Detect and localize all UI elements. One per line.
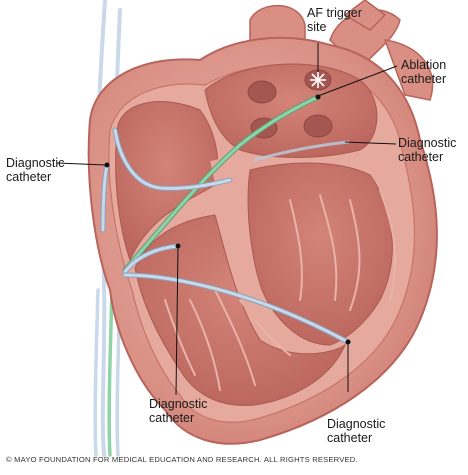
pulmonary-vein-openings xyxy=(247,69,333,139)
diag-bottom-mid-line-2: catheter xyxy=(149,411,195,425)
diagnostic-catheter-label-left: Diagnostic catheter xyxy=(6,156,64,184)
diag-right-line-2: catheter xyxy=(398,150,444,164)
af-trigger-star-icon xyxy=(310,72,326,88)
ablation-line-2: catheter xyxy=(401,72,447,86)
diagnostic-catheter-label-bottom-mid: Diagnostic catheter xyxy=(149,397,207,425)
copyright-notice: © MAYO FOUNDATION FOR MEDICAL EDUCATION … xyxy=(6,455,358,464)
diagnostic-catheter-label-right: Diagnostic catheter xyxy=(398,136,456,164)
leader-lines xyxy=(56,43,398,396)
diagnostic-catheter-label-bottom-right: Diagnostic catheter xyxy=(327,417,385,445)
diag-left-line-2: catheter xyxy=(6,170,52,184)
left-ventricle xyxy=(247,162,393,346)
great-vessels xyxy=(249,0,434,101)
af-trigger-line-2: site xyxy=(307,20,327,34)
diag-right-line-1: Diagnostic xyxy=(398,136,457,150)
diag-bottom-right-line-2: catheter xyxy=(327,431,373,445)
ablation-line-1: Ablation xyxy=(401,58,447,72)
af-trigger-site-label: AF trigger site xyxy=(307,6,362,34)
ablation-catheter-label: Ablation catheter xyxy=(401,58,446,86)
diag-bottom-mid-line-1: Diagnostic xyxy=(149,397,208,411)
diag-bottom-right-line-1: Diagnostic xyxy=(327,417,386,431)
right-atrium xyxy=(115,101,219,262)
diag-left-line-1: Diagnostic xyxy=(6,156,65,170)
catheters xyxy=(100,94,351,345)
af-trigger-line-1: AF trigger xyxy=(307,6,362,20)
diagnostic-catheter-la xyxy=(253,140,350,162)
trabeculae xyxy=(164,189,397,391)
